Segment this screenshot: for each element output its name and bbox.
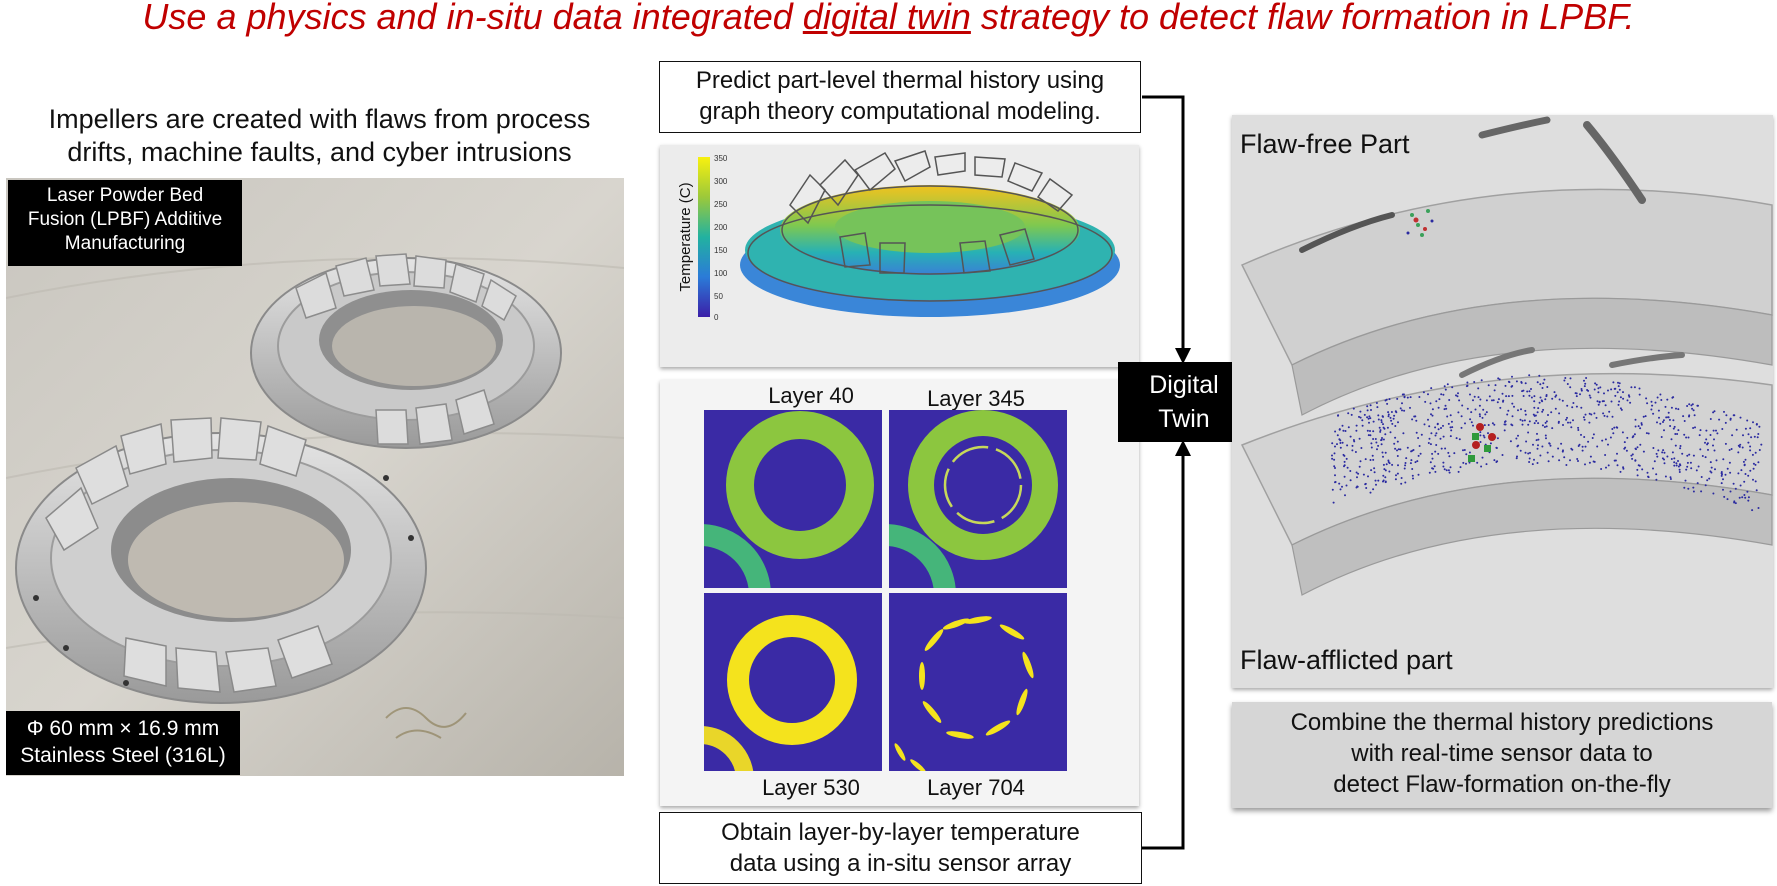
predict-line1: Predict part-level thermal history using: [695, 67, 1105, 94]
digital-twin-line2: Twin: [1158, 405, 1210, 433]
layer-label-704: Layer 704: [927, 775, 1025, 800]
impeller-photo: [6, 178, 624, 776]
colorbar-tick: 300: [714, 177, 728, 186]
impeller-caption-line2: drifts, machine faults, and cyber intrus…: [67, 137, 572, 167]
flaw-free-label: Flaw-free Part: [1240, 129, 1410, 159]
impeller-caption: Impellers are created with flaws from pr…: [12, 103, 627, 169]
colorbar-label: Temperature (C): [677, 182, 694, 291]
layer-label-345: Layer 345: [927, 386, 1025, 411]
connector-arrows: [1142, 95, 1191, 850]
combine-predictions-box: Combine the thermal history predictions …: [1232, 702, 1772, 808]
layer-345-map: [889, 410, 1067, 588]
flaw-afflicted-label: Flaw-afflicted part: [1240, 645, 1453, 675]
title-underlined-term: digital twin: [802, 0, 971, 37]
dimensions-tag-line2: Stainless Steel (316L): [20, 744, 226, 767]
thermal-simulation-panel: 350 300 250 200 150 100 50 0 Temperature…: [660, 145, 1139, 367]
colorbar-tick: 100: [714, 269, 728, 278]
colorbar-tick: 0: [714, 313, 719, 322]
colorbar-tick: 200: [714, 223, 728, 232]
arrow-from-predict: [1142, 95, 1185, 352]
combine-line2: with real-time sensor data to: [1351, 740, 1653, 767]
title-text-end: strategy to detect flaw formation in LPB…: [970, 0, 1635, 37]
combine-line3: detect Flaw-formation on-the-fly: [1333, 771, 1671, 798]
layers-drawing: [704, 410, 1067, 771]
process-tag-line2: Fusion (LPBF) Additive: [27, 209, 223, 230]
colorbar: [698, 157, 710, 317]
thermal-part-model: [740, 150, 1120, 317]
process-tag-line3: Manufacturing: [64, 233, 186, 254]
obtain-line1: Obtain layer-by-layer temperature: [721, 819, 1080, 846]
sensor-layers-panel: Layer 40 Layer 345 Layer 530 Layer 704: [660, 380, 1139, 806]
layer-40-map: [704, 410, 882, 588]
thermal-simulation-drawing: 350 300 250 200 150 100 50 0 Temperature…: [677, 150, 1120, 322]
page-title: Use a physics and in-situ data integrate…: [0, 0, 1777, 38]
colorbar-tick: 150: [714, 246, 728, 255]
colorbar-tick: 50: [714, 292, 723, 301]
flaw-parts-drawing: [1240, 116, 1773, 596]
layer-704-map: [889, 593, 1067, 771]
process-tag-line1: Laser Powder Bed: [46, 185, 204, 206]
flaw-free-part-model: [1240, 116, 1773, 416]
impeller-photo-drawing: [6, 178, 624, 776]
combine-line1: Combine the thermal history predictions: [1290, 709, 1714, 736]
process-tag: Laser Powder Bed Fusion (LPBF) Additive …: [8, 180, 242, 266]
arrow-head-up: [1175, 440, 1191, 456]
digital-twin-line1: Digital: [1149, 371, 1219, 399]
impeller-back: [250, 253, 562, 449]
impeller-caption-line1: Impellers are created with flaws from pr…: [48, 104, 591, 134]
layer-label-40: Layer 40: [768, 383, 854, 408]
layer-label-530: Layer 530: [762, 775, 860, 800]
arrow-head-down: [1175, 348, 1191, 364]
flaw-afflicted-part-model: [1240, 347, 1773, 596]
predict-line2: graph theory computational modeling.: [699, 98, 1101, 125]
flaw-detection-panel: Flaw-free Part Flaw-afflicted part: [1232, 115, 1773, 688]
title-text-start: Use a physics and in-situ data integrate…: [142, 0, 803, 37]
digital-twin-box: Digital Twin: [1118, 362, 1250, 442]
colorbar-tick: 250: [714, 200, 728, 209]
dimensions-tag-line1: Φ 60 mm × 16.9 mm: [26, 717, 220, 740]
dimensions-tag: Φ 60 mm × 16.9 mm Stainless Steel (316L): [6, 711, 240, 775]
predict-thermal-box: Predict part-level thermal history using…: [659, 61, 1141, 133]
sensor-point-cloud: [1331, 374, 1763, 512]
obtain-line2: data using a in-situ sensor array: [729, 850, 1072, 877]
arrow-from-obtain: [1142, 452, 1185, 850]
obtain-sensor-data-box: Obtain layer-by-layer temperature data u…: [659, 812, 1142, 884]
impeller-front: [15, 417, 427, 704]
layer-530-map: [704, 593, 882, 771]
colorbar-tick: 350: [714, 154, 728, 163]
